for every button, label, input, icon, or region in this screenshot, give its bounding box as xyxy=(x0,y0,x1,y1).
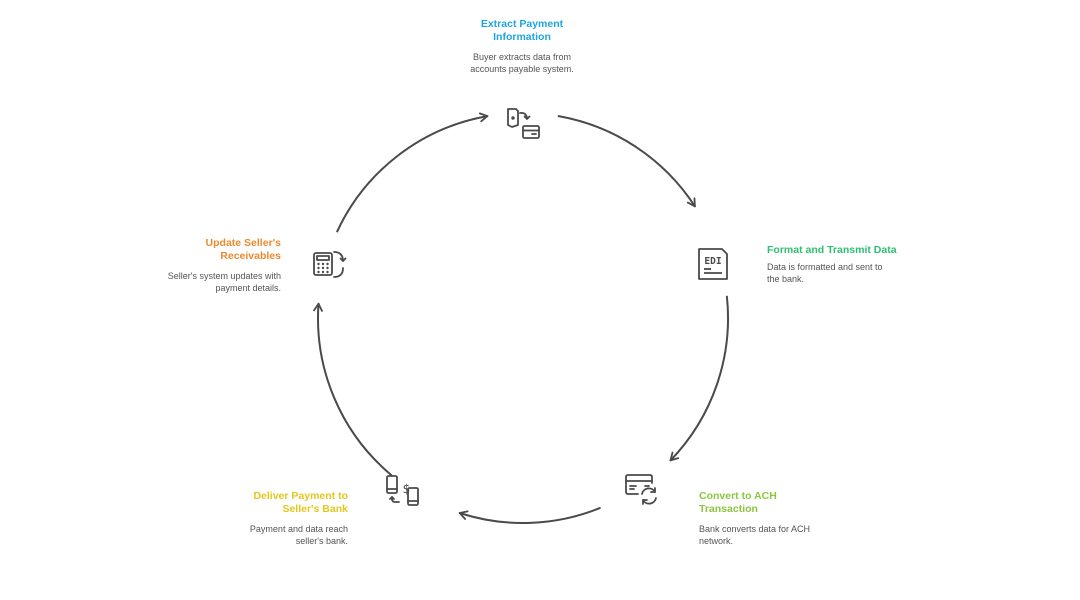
mobile-payment-icon: $ xyxy=(386,475,419,506)
step-deliver-payment: Deliver Payment to Seller's Bank Payment… xyxy=(148,490,348,547)
step-desc-line: network. xyxy=(699,535,734,546)
step-description: Buyer extracts data from accounts payabl… xyxy=(432,52,612,75)
calculator-cycle-icon xyxy=(313,251,347,278)
step-desc-line: accounts payable system. xyxy=(470,63,574,74)
step-title-line: Extract Payment xyxy=(480,18,564,30)
step-title: Convert to ACH Transaction xyxy=(699,490,899,516)
step-description: Bank converts data for ACH network. xyxy=(699,524,899,547)
arc-extract-to-format xyxy=(557,115,696,208)
step-desc-line: Payment and data reach xyxy=(249,524,348,534)
arc-deliver-to-update xyxy=(313,302,393,476)
card-transfer-icon xyxy=(507,108,540,139)
step-convert-ach: Convert to ACH Transaction Bank converts… xyxy=(699,490,899,547)
edi-label: EDI xyxy=(704,256,721,267)
step-desc-line: Data is formatted and sent to xyxy=(767,262,883,272)
step-update-receivables: Update Seller's Receivables Seller's sys… xyxy=(81,237,281,294)
dollar-sign: $ xyxy=(403,482,411,496)
step-title: Deliver Payment to Seller's Bank xyxy=(148,490,348,516)
step-title-line: Convert to ACH xyxy=(699,490,777,502)
step-title-line: Update Seller's xyxy=(205,237,281,249)
step-desc-line: seller's bank. xyxy=(295,535,348,546)
edi-document-icon: EDI xyxy=(698,248,728,280)
step-title-line: Information xyxy=(493,31,551,43)
step-desc-line: Bank converts data for ACH xyxy=(699,524,811,534)
arc-update-to-extract xyxy=(336,112,489,233)
step-desc-line: Buyer extracts data from xyxy=(472,52,572,62)
step-description: Seller's system updates with payment det… xyxy=(81,271,281,294)
step-title-line: Deliver Payment to xyxy=(253,490,348,502)
step-title: Format and Transmit Data xyxy=(767,244,967,257)
step-title-line: Format and Transmit Data xyxy=(767,244,897,256)
step-desc-line: Seller's system updates with xyxy=(167,271,281,281)
card-refresh-icon xyxy=(625,474,657,505)
step-title: Update Seller's Receivables xyxy=(81,237,281,263)
step-description: Payment and data reach seller's bank. xyxy=(148,524,348,547)
step-desc-line: the bank. xyxy=(767,273,805,284)
step-extract-payment: Extract Payment Information Buyer extrac… xyxy=(432,18,612,75)
step-title: Extract Payment Information xyxy=(432,18,612,44)
step-title-line: Receivables xyxy=(220,250,281,262)
step-title-line: Transaction xyxy=(699,503,758,515)
arc-convert-to-deliver xyxy=(458,507,601,524)
step-description: Data is formatted and sent to the bank. xyxy=(767,262,967,285)
step-title-line: Seller's Bank xyxy=(282,503,348,515)
arc-format-to-convert xyxy=(669,295,730,462)
step-desc-line: payment details. xyxy=(215,282,281,293)
step-format-transmit: Format and Transmit Data Data is formatt… xyxy=(767,244,967,285)
